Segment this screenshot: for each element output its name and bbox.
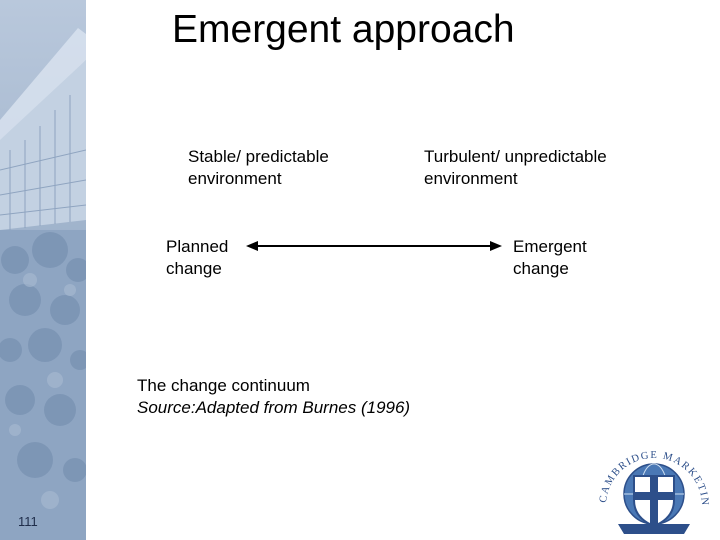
college-logo: CAMBRIDGE MARKETING COLLEGE bbox=[588, 420, 709, 534]
figure-caption: The change continuum Source:Adapted from… bbox=[137, 375, 410, 419]
stable-line-2: environment bbox=[188, 169, 282, 188]
planned-change-label: Planned change bbox=[166, 236, 228, 280]
turbulent-line-1: Turbulent/ unpredictable bbox=[424, 147, 607, 166]
stable-environment-label: Stable/ predictable environment bbox=[188, 146, 329, 190]
stable-line-1: Stable/ predictable bbox=[188, 147, 329, 166]
caption-title: The change continuum bbox=[137, 376, 310, 395]
caption-source: Source:Adapted from Burnes (1996) bbox=[137, 398, 411, 417]
slide-title: Emergent approach bbox=[172, 8, 515, 51]
double-headed-arrow bbox=[246, 241, 502, 251]
emergent-line-2: change bbox=[513, 259, 569, 278]
planned-line-2: change bbox=[166, 259, 222, 278]
turbulent-environment-label: Turbulent/ unpredictable environment bbox=[424, 146, 607, 190]
sidebar-photo: 111 bbox=[0, 0, 86, 540]
planned-line-1: Planned bbox=[166, 237, 229, 256]
turbulent-line-2: environment bbox=[424, 169, 518, 188]
slide-number: 111 bbox=[18, 514, 38, 529]
emergent-change-label: Emergent change bbox=[513, 236, 587, 280]
emergent-line-1: Emergent bbox=[513, 237, 587, 256]
building-photo-graphic bbox=[0, 28, 86, 540]
